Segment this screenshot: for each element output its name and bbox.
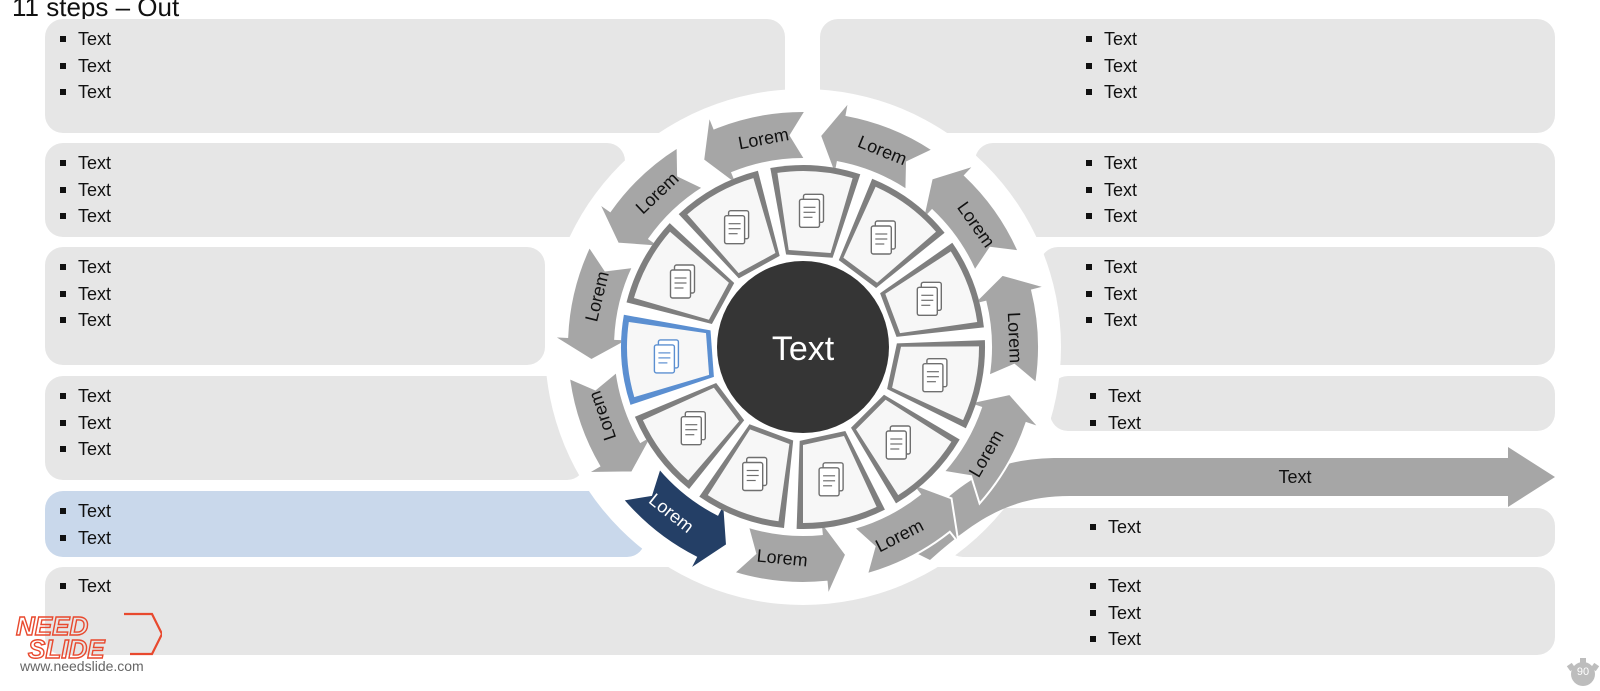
cycle-arrow bbox=[968, 273, 1050, 386]
chart-document-icon bbox=[798, 193, 825, 229]
right-list-2: Text Text Text bbox=[1084, 150, 1137, 230]
cycle-arrow bbox=[851, 481, 961, 576]
image-documents-icon bbox=[653, 339, 680, 374]
left-list-4: Text Text Text bbox=[58, 383, 111, 463]
bullet-item: Text bbox=[1084, 79, 1137, 106]
right-panel-2 bbox=[975, 143, 1555, 237]
cycle-arrow bbox=[549, 244, 635, 362]
cycle-arrow-label: Lorem bbox=[756, 546, 809, 571]
cycle-arrow bbox=[702, 109, 808, 189]
left-list-2: Text Text Text bbox=[58, 150, 111, 230]
bottom-right-list: Text Text Text bbox=[1088, 573, 1141, 653]
logo-text-bottom: SLIDE bbox=[28, 634, 105, 664]
mobile-phone-icon bbox=[723, 209, 750, 245]
right-list-4: Text Text bbox=[1088, 383, 1141, 436]
logo-arrow-icon bbox=[124, 612, 162, 656]
logo-url: www.needslide.com bbox=[20, 658, 144, 674]
bullet-item: Text bbox=[58, 53, 111, 80]
bullet-item: Text bbox=[1088, 573, 1141, 600]
right-panel-4 bbox=[1050, 376, 1555, 431]
bullet-item: Text bbox=[58, 254, 111, 281]
logo-text-top: NEED bbox=[16, 611, 88, 641]
bullet-item: Text bbox=[1088, 626, 1141, 653]
bottom-left-list: Text bbox=[58, 573, 111, 600]
bullet-item: Text bbox=[58, 26, 111, 53]
left-list-3: Text Text Text bbox=[58, 254, 111, 334]
bullet-item: Text bbox=[58, 436, 111, 463]
center-hub bbox=[717, 261, 889, 433]
left-list-5: Text Text bbox=[58, 498, 111, 551]
right-list-3: Text Text Text bbox=[1084, 254, 1137, 334]
cycle-arrow bbox=[818, 97, 935, 192]
bullet-item: Text bbox=[1088, 514, 1141, 541]
gear-icon bbox=[1566, 658, 1600, 686]
left-panel-3 bbox=[45, 247, 545, 365]
network-icon bbox=[870, 220, 896, 255]
right-panel-1 bbox=[820, 19, 1555, 133]
bullet-item: Text bbox=[1088, 383, 1141, 410]
bullet-item: Text bbox=[1084, 177, 1137, 204]
bullet-item: Text bbox=[1084, 26, 1137, 53]
bullet-item: Text bbox=[58, 573, 111, 600]
bullet-item: Text bbox=[1084, 150, 1137, 177]
bullet-item: Text bbox=[1084, 53, 1137, 80]
bullet-item: Text bbox=[58, 498, 111, 525]
cycle-arrow bbox=[732, 516, 848, 600]
left-list-1: Text Text Text bbox=[58, 26, 111, 106]
bullet-item: Text bbox=[58, 281, 111, 308]
cycle-arrow bbox=[596, 145, 706, 248]
right-list-5: Text bbox=[1088, 514, 1141, 541]
center-label: Text bbox=[772, 330, 835, 368]
bullet-item: Text bbox=[58, 383, 111, 410]
presentation-board-icon bbox=[885, 425, 911, 460]
bullet-item: Text bbox=[1084, 254, 1137, 281]
left-panel-1 bbox=[45, 19, 785, 133]
right-panel-3 bbox=[1040, 247, 1555, 365]
left-panel-2 bbox=[45, 143, 625, 237]
bullet-item: Text bbox=[58, 525, 111, 552]
bullet-item: Text bbox=[58, 410, 111, 437]
bullet-item: Text bbox=[1088, 410, 1141, 437]
cycle-arrow-active bbox=[620, 466, 729, 573]
report-document-icon bbox=[916, 281, 942, 316]
page-number: 90 bbox=[1566, 658, 1600, 686]
output-arrow-label: Text bbox=[1278, 467, 1311, 487]
bullet-item: Text bbox=[58, 307, 111, 334]
output-arrow bbox=[900, 447, 1555, 560]
slide-title: 11 steps – Out bbox=[12, 0, 180, 22]
binders-download-icon bbox=[669, 264, 696, 299]
bullet-item: Text bbox=[58, 150, 111, 177]
documents-icon bbox=[680, 411, 706, 446]
left-panel-4 bbox=[45, 376, 585, 480]
needslide-logo: NEED SLIDE bbox=[15, 610, 162, 665]
bullet-item: Text bbox=[1084, 307, 1137, 334]
cycle-arrow-label: Lorem bbox=[1004, 312, 1026, 364]
cycle-arrow bbox=[920, 163, 1021, 273]
smartphone-icon bbox=[742, 456, 768, 492]
certificate-document-icon bbox=[922, 358, 948, 393]
right-list-1: Text Text Text bbox=[1084, 26, 1137, 106]
bullet-item: Text bbox=[1088, 600, 1141, 627]
bullet-item: Text bbox=[58, 79, 111, 106]
right-panel-5 bbox=[945, 508, 1555, 557]
bullet-item: Text bbox=[1084, 203, 1137, 230]
bullet-item: Text bbox=[58, 177, 111, 204]
cycle-arrow bbox=[567, 369, 656, 475]
bullet-item: Text bbox=[1084, 281, 1137, 308]
certificate-stack-icon bbox=[818, 462, 844, 497]
bullet-item: Text bbox=[58, 203, 111, 230]
left-panel-5 bbox=[45, 491, 645, 557]
cycle-arrow bbox=[941, 392, 1043, 506]
